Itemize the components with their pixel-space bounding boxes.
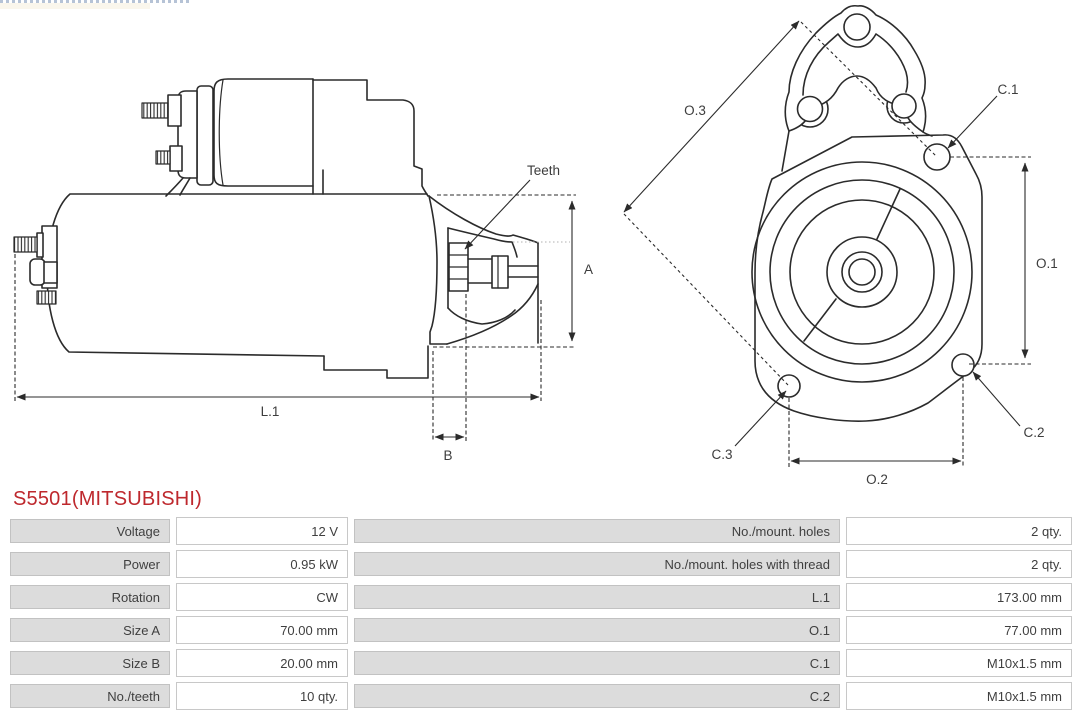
corner-artifact <box>0 0 190 3</box>
dim-c1-label: C.1 <box>997 82 1018 97</box>
solenoid-terminal-stud-top <box>141 102 169 119</box>
spec-value-mount-holes: 2 qty. <box>846 517 1072 545</box>
solenoid-cylinder <box>213 78 314 187</box>
side-view-drawing <box>13 78 539 379</box>
spec-value-c1: M10x1.5 mm <box>846 649 1072 677</box>
bell-top-outline <box>428 195 539 244</box>
shaft-collar <box>491 255 509 289</box>
table-row: Rotation CW L.1 173.00 mm <box>8 583 1072 611</box>
mount-hole-c2 <box>951 353 975 377</box>
bell-inner-top <box>447 227 518 258</box>
solenoid-side-left <box>781 130 790 172</box>
dim-a-label: A <box>584 262 593 277</box>
technical-drawing: Teeth A L.1 B <box>13 4 1058 487</box>
teeth-leader-arrow <box>464 179 531 250</box>
dim-o1-label: O.1 <box>1036 256 1058 271</box>
pinion-shaft <box>467 258 493 284</box>
table-row: Size A 70.00 mm O.1 77.00 mm <box>8 616 1072 644</box>
dim-l1-label: L.1 <box>261 404 280 419</box>
motor-under-bracket <box>323 345 429 379</box>
dim-c3-label: C.3 <box>711 447 732 462</box>
c2-leader-arrow <box>972 371 1021 427</box>
spec-label-voltage: Voltage <box>10 519 170 543</box>
mount-hole-c1 <box>923 143 951 171</box>
hub-circle-outer <box>826 236 898 308</box>
solenoid-terminal-stud-low <box>155 150 171 165</box>
spec-value-o1: 77.00 mm <box>846 616 1072 644</box>
rear-terminal-cap <box>29 258 46 286</box>
spec-label-c2: C.2 <box>354 684 840 708</box>
corner-artifact-tint <box>0 3 150 9</box>
rear-terminal-base <box>36 232 44 258</box>
spec-label-l1: L.1 <box>354 585 840 609</box>
spec-value-voltage: 12 V <box>176 517 348 545</box>
spec-label-mount-holes: No./mount. holes <box>354 519 840 543</box>
spec-label-c1: C.1 <box>354 651 840 675</box>
c3-leader-arrow <box>734 390 787 447</box>
spec-label-power: Power <box>10 552 170 576</box>
dim-o3-label: O.3 <box>684 103 706 118</box>
spec-value-rotation: CW <box>176 583 348 611</box>
spec-value-size-a: 70.00 mm <box>176 616 348 644</box>
crown-right-hole <box>891 93 917 119</box>
hub-circle-mid <box>841 251 883 293</box>
table-row: No./teeth 10 qty. C.2 M10x1.5 mm <box>8 682 1072 710</box>
table-row: Size B 20.00 mm C.1 M10x1.5 mm <box>8 649 1072 677</box>
rear-terminal-cap-inner <box>43 261 58 284</box>
pinion-teeth-lines <box>448 254 469 280</box>
bell-left-edge <box>428 195 448 345</box>
solenoid-end-curve <box>218 79 224 186</box>
front-view-dimensions <box>623 20 1031 468</box>
housing-circle-2 <box>769 179 955 365</box>
spec-label-o1: O.1 <box>354 618 840 642</box>
spec-value-teeth: 10 qty. <box>176 682 348 710</box>
bell-inner-bottom <box>447 307 516 325</box>
crown-inner-arc <box>802 33 909 96</box>
solenoid-terminal-nut-top <box>167 94 182 127</box>
crown-left-hole <box>796 95 824 123</box>
solenoid-ring <box>196 85 214 186</box>
crown-top-hole <box>843 13 871 41</box>
spec-label-rotation: Rotation <box>10 585 170 609</box>
page-title: S5501(MITSUBISHI) <box>13 488 203 510</box>
spec-label-mount-holes-thread: No./mount. holes with thread <box>354 552 840 576</box>
spec-value-size-b: 20.00 mm <box>176 649 348 677</box>
teeth-label: Teeth <box>527 163 560 178</box>
front-view-drawing <box>751 4 983 422</box>
rear-lower-stud <box>36 290 57 305</box>
housing-circle-3 <box>789 199 935 345</box>
spec-label-teeth: No./teeth <box>10 684 170 708</box>
side-view-dimensions <box>14 179 576 441</box>
crown-outer <box>784 4 927 133</box>
spec-value-mount-holes-thread: 2 qty. <box>846 550 1072 578</box>
spec-table: Voltage 12 V No./mount. holes 2 qty. Pow… <box>8 517 1072 715</box>
mounting-flange <box>754 134 983 422</box>
table-row: Power 0.95 kW No./mount. holes with thre… <box>8 550 1072 578</box>
housing-circle-outer <box>751 161 973 383</box>
spec-label-size-a: Size A <box>10 618 170 642</box>
solenoid-cap-foot <box>165 177 191 197</box>
spec-label-size-b: Size B <box>10 651 170 675</box>
mount-hole-c3 <box>777 374 801 398</box>
solenoid-terminal-nut-low <box>169 145 183 172</box>
c1-leader-arrow <box>947 95 998 149</box>
spec-value-c2: M10x1.5 mm <box>846 682 1072 710</box>
table-row: Voltage 12 V No./mount. holes 2 qty. <box>8 517 1072 545</box>
dim-b-label: B <box>443 448 452 463</box>
rear-terminal-stud <box>13 236 38 253</box>
spec-value-l1: 173.00 mm <box>846 583 1072 611</box>
o3-dotted-to-c1 <box>800 21 937 157</box>
dim-o2-label: O.2 <box>866 472 888 487</box>
o3-dotted-to-c3 <box>623 213 789 386</box>
bell-bottom-outline <box>446 283 539 345</box>
shaft-front <box>507 265 539 278</box>
housing-spoke-bottom <box>803 298 837 342</box>
dim-c2-label: C.2 <box>1023 425 1044 440</box>
spec-value-power: 0.95 kW <box>176 550 348 578</box>
solenoid-rear-block <box>312 79 429 197</box>
dim-o3-line <box>623 20 800 213</box>
housing-spoke-top <box>876 188 901 240</box>
motor-body-outline <box>46 193 428 357</box>
hub-circle-shaft <box>848 258 876 286</box>
